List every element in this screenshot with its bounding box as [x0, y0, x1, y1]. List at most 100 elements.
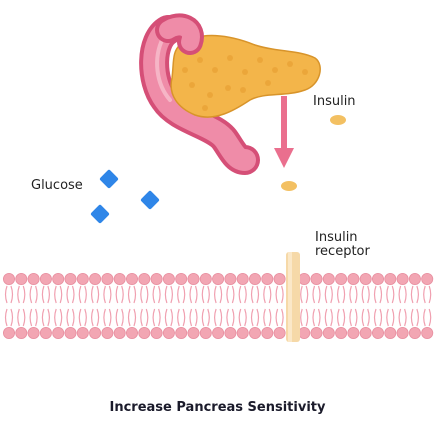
lipid-head: [310, 272, 323, 285]
lipid-tail: [349, 308, 352, 327]
lipid-tail: [17, 308, 20, 327]
lipid-tail: [145, 285, 149, 304]
lipid-head: [322, 272, 335, 285]
lipid-tail: [121, 308, 124, 327]
lipid-head: [347, 326, 360, 339]
lipid-tail: [317, 308, 321, 327]
lipid-tail: [300, 308, 303, 327]
lipid-tail: [268, 285, 272, 304]
lipid-tail: [207, 308, 210, 327]
lipid-head: [101, 272, 114, 285]
lipid-tail: [22, 285, 26, 304]
lipid-head: [76, 326, 89, 339]
lipid-tail: [201, 285, 205, 304]
lipid-tail: [194, 285, 198, 304]
lipid-head: [347, 272, 360, 285]
lipid-tail: [66, 285, 70, 304]
lipid-tail: [84, 308, 87, 327]
lipid-tail: [91, 308, 94, 327]
lipid-head: [89, 272, 102, 285]
insulin-receptor: [286, 252, 300, 342]
lipid-tail: [115, 308, 119, 327]
lipid-tail: [71, 308, 75, 327]
lipid-head: [126, 272, 139, 285]
lipid-head: [248, 272, 261, 285]
lipid-head: [27, 326, 40, 339]
lipid-tail: [219, 308, 223, 327]
lipid-tail: [164, 308, 168, 327]
lipid-tail: [29, 285, 33, 304]
lipid-head: [421, 272, 434, 285]
lipid-head: [261, 272, 274, 285]
glucose-molecule: [90, 204, 110, 224]
lipid-head: [15, 326, 28, 339]
lipid-head: [15, 272, 28, 285]
caption: Increase Pancreas Sensitivity: [109, 400, 326, 415]
lipid-head: [52, 272, 65, 285]
lipid-head: [162, 272, 175, 285]
lipid-tail: [330, 285, 333, 304]
lipid-tail: [305, 308, 309, 327]
lipid-head: [187, 272, 200, 285]
secretion-arrow: [274, 96, 294, 168]
lipid-head: [113, 272, 126, 285]
lipid-head: [3, 326, 15, 339]
lipid-tail: [373, 308, 377, 327]
lipid-tail: [91, 285, 94, 304]
lipid-tail: [324, 285, 328, 304]
lipid-head: [27, 272, 40, 285]
lipid-head: [187, 326, 200, 339]
lipid-tail: [170, 308, 173, 327]
lipid-tail: [410, 308, 414, 327]
lipid-head: [236, 326, 249, 339]
lipid-head: [322, 326, 335, 339]
duodenum-loop: [155, 13, 204, 55]
lipid-tail: [423, 308, 426, 327]
lipid-head: [396, 326, 409, 339]
lipid-tail: [35, 285, 38, 304]
lipid-tail: [361, 285, 365, 304]
lipid-tail: [244, 285, 247, 304]
lipid-tail: [244, 308, 247, 327]
lipid-tail: [317, 285, 321, 304]
lipid-head: [359, 272, 372, 285]
glucose-molecule: [99, 169, 119, 189]
lipid-tail: [373, 285, 377, 304]
lipid-tail: [256, 285, 260, 304]
lipid-tail: [158, 285, 161, 304]
lipid-head: [335, 326, 348, 339]
lipid-tail: [71, 285, 75, 304]
lipid-tail: [263, 285, 266, 304]
lipid-head: [212, 272, 225, 285]
lipid-tail: [4, 308, 8, 327]
lipid-tail: [312, 285, 316, 304]
lipid-tail: [354, 308, 358, 327]
lipid-head: [408, 272, 421, 285]
lipid-tail: [379, 308, 383, 327]
lipid-tail: [342, 308, 346, 327]
lipid-head: [199, 272, 212, 285]
lipid-tail: [96, 285, 100, 304]
lipid-head: [162, 326, 175, 339]
lipid-head: [101, 326, 114, 339]
lipid-tail: [4, 285, 8, 304]
lipid-tail: [10, 285, 14, 304]
lipid-tail: [231, 285, 235, 304]
receptor-label-line1: Insulin: [315, 230, 358, 245]
lipid-tail: [361, 308, 365, 327]
lipid-tail: [238, 308, 242, 327]
lipid-head: [384, 326, 397, 339]
lipid-tail: [59, 285, 63, 304]
insulin-molecule: [330, 115, 346, 125]
lipid-tail: [194, 308, 198, 327]
lipid-head: [39, 326, 52, 339]
lipid-tail: [226, 308, 229, 327]
lipid-tail: [386, 285, 389, 304]
lipid-tail: [324, 308, 328, 327]
lipid-tail: [379, 285, 383, 304]
lipid-tail: [84, 285, 87, 304]
lipid-head: [52, 326, 65, 339]
lipid-tail: [238, 285, 242, 304]
lipid-tail: [35, 308, 38, 327]
